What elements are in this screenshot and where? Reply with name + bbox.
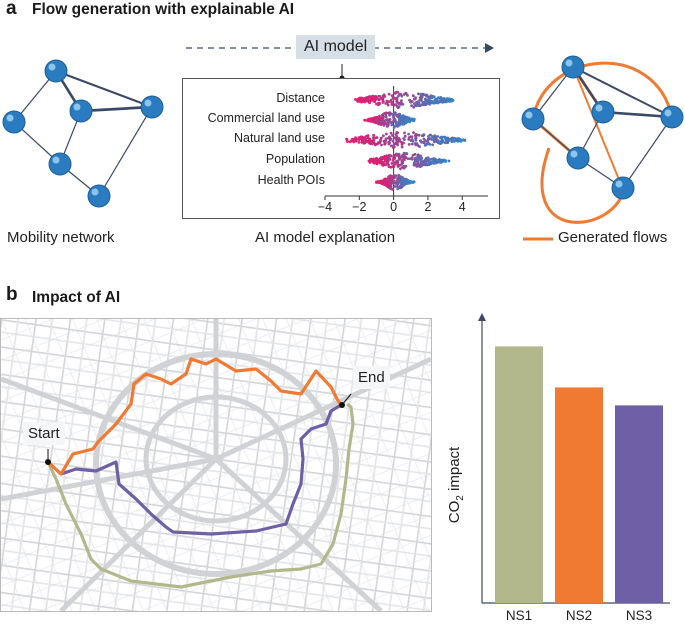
network-node xyxy=(140,95,164,119)
shap-row xyxy=(345,131,467,149)
shap-tick-label: −2 xyxy=(352,200,367,214)
flow-network-nodes xyxy=(521,55,684,200)
mobility-network-caption: Mobility network xyxy=(7,229,115,246)
shap-feature-label: Population xyxy=(265,152,325,166)
city-map: Start End xyxy=(0,318,432,612)
shap-feature-label: Commercial land use xyxy=(207,111,325,125)
shap-row xyxy=(363,111,416,129)
co2-impact-axis-label: CO2 impact xyxy=(441,430,471,540)
shap-beeswarm-plot xyxy=(324,86,488,200)
network-node xyxy=(561,55,585,79)
network-node xyxy=(69,99,93,123)
ai-model-explanation-caption: AI model explanation xyxy=(255,229,396,246)
ylabel-sub: 2 xyxy=(455,495,466,501)
shap-feature-label: Health POIs xyxy=(257,173,325,187)
generated-flows-legend-line xyxy=(523,237,553,241)
network-node xyxy=(44,59,68,83)
ylabel-rest: impact xyxy=(446,446,463,496)
route-overlay xyxy=(45,357,355,589)
ylabel-co: CO xyxy=(446,500,463,524)
shap-row xyxy=(375,173,416,191)
shap-feature-label: Natural land use xyxy=(233,131,325,145)
generated-flows-caption: Generated flows xyxy=(558,229,668,246)
shap-tick-label: 0 xyxy=(390,200,398,214)
network-node xyxy=(87,184,111,208)
shap-x-ticks: −4 −2 0 2 4 xyxy=(182,200,498,218)
shap-tick-label: 4 xyxy=(458,200,466,214)
mobility-network-graph xyxy=(2,59,164,208)
route-ns2 xyxy=(46,357,343,476)
co2-impact-bar-chart: NS1 NS2 NS3 xyxy=(478,313,670,623)
shap-row xyxy=(367,151,451,171)
y-axis-arrow xyxy=(478,313,486,321)
network-node xyxy=(521,107,545,131)
panel-b-letter: b xyxy=(6,284,18,305)
route-ns3 xyxy=(46,403,342,536)
network-node xyxy=(48,152,72,176)
bar-category-label: NS3 xyxy=(626,608,652,623)
route-ns1 xyxy=(46,402,355,589)
shap-tick-label: 2 xyxy=(424,200,432,214)
generated-flow-lines xyxy=(531,61,674,224)
panel-a-letter: a xyxy=(6,0,17,19)
generated-flows-graph xyxy=(521,55,684,224)
shap-feature-label: Distance xyxy=(276,91,325,105)
network-node xyxy=(2,110,26,134)
network-node xyxy=(566,146,590,170)
shap-tick-label: −4 xyxy=(317,200,333,214)
network-node xyxy=(660,105,684,129)
panel-b-title: Impact of AI xyxy=(32,289,121,306)
shap-row xyxy=(354,90,455,109)
network-node xyxy=(591,100,615,124)
ai-model-tag: AI model xyxy=(296,35,376,59)
bar-ns3 xyxy=(615,405,663,603)
bar-category-label: NS2 xyxy=(566,608,592,623)
ai-model-arrow xyxy=(186,43,494,53)
panel-a-title: Flow generation with explainable AI xyxy=(32,1,295,18)
bar-category-label: NS1 xyxy=(506,608,532,623)
network-node xyxy=(611,176,635,200)
end-label: End xyxy=(353,366,390,389)
bar-ns2 xyxy=(555,387,603,603)
start-label: Start xyxy=(23,422,65,445)
bar-ns1 xyxy=(495,346,543,603)
network-nodes xyxy=(2,59,164,208)
